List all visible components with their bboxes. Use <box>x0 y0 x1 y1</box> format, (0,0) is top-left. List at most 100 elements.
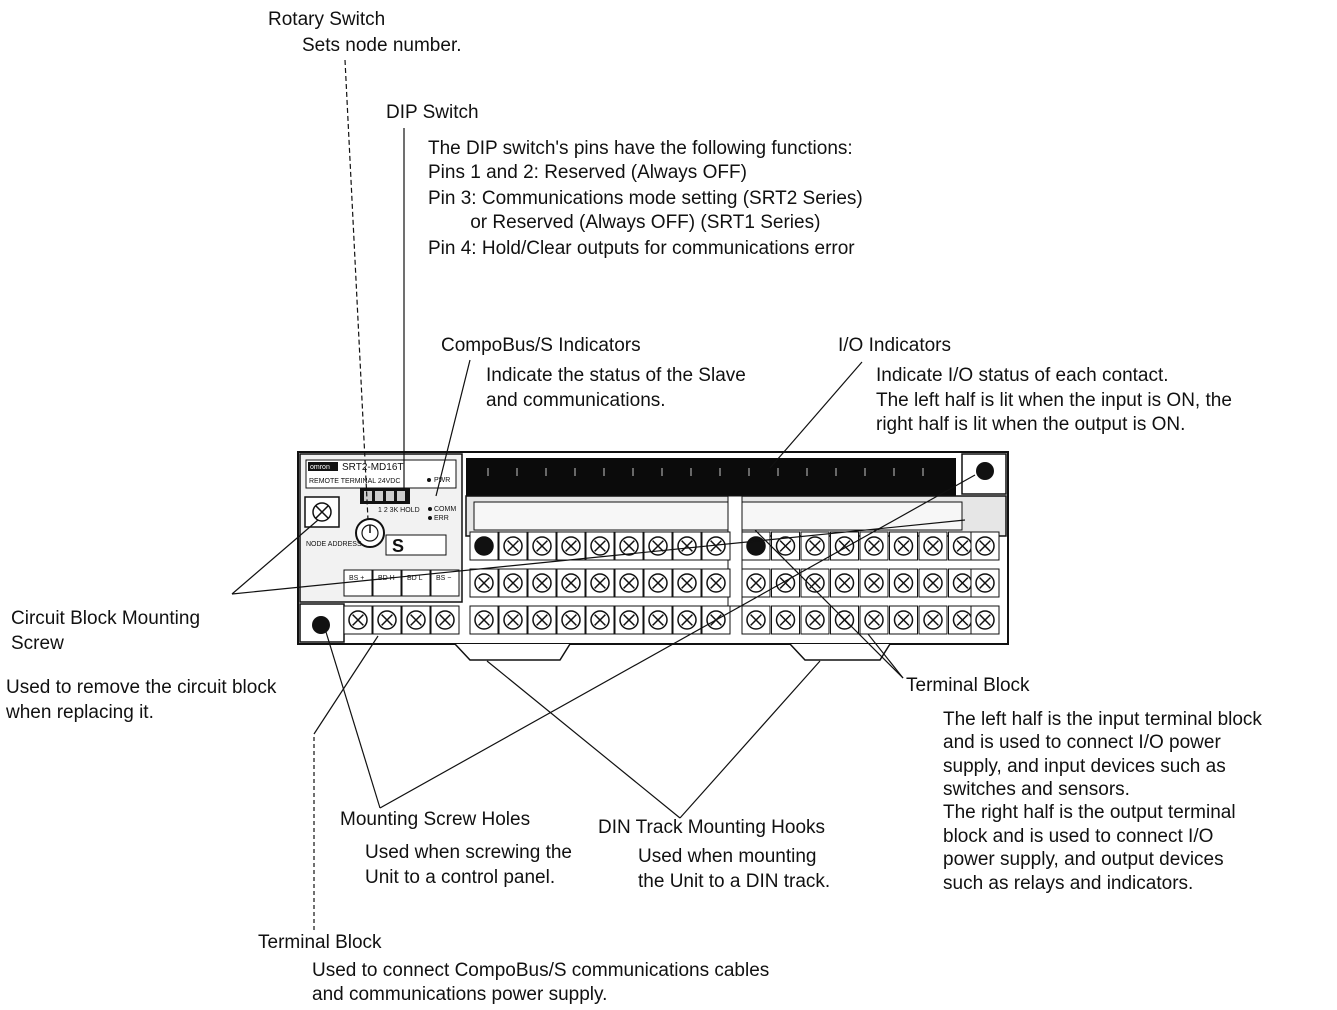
screw-slot-mark <box>565 540 577 552</box>
terminal-block-bottom-line-1: Used to connect CompoBus/S communication… <box>312 960 770 981</box>
screw-slot-mark <box>838 577 851 589</box>
circuit-block-screw-title-2: Screw <box>11 633 64 654</box>
screw-slot-mark <box>352 614 364 626</box>
screw-slot-mark <box>681 540 693 552</box>
screw-slot-mark <box>750 614 762 626</box>
screw-slot-mark <box>681 577 693 589</box>
mounting-screw-hole-top <box>976 462 994 480</box>
compobus-indicators-line-1: Indicate the status of the Slave <box>486 365 746 386</box>
screw-slot-mark <box>710 540 722 552</box>
io-indicators-line-2: The left half is lit when the input is O… <box>876 390 1232 411</box>
model-label: SRT2-MD16T <box>342 462 404 473</box>
err-led-label: ERR <box>434 515 449 522</box>
terminal-block-right-line-2: and is used to connect I/O power <box>943 732 1221 753</box>
circuit-block-screw-line-1: Used to remove the circuit block <box>6 677 277 698</box>
dip-pin-labels: 1 2 3K HOLD <box>378 507 420 514</box>
screw-slot-mark <box>507 614 519 626</box>
terminal-screw[interactable] <box>746 536 766 556</box>
terminal-block-right-line-3: supply, and input devices such as <box>943 756 1226 777</box>
dip-switch-line-1: The DIP switch's pins have the following… <box>428 138 853 159</box>
screw-slot-mark <box>507 577 519 589</box>
terminal-block-right-line-4: switches and sensors. <box>943 779 1130 800</box>
screw-slot-mark <box>439 614 451 626</box>
screw-slot-mark <box>897 540 910 552</box>
screw-slot-mark <box>779 540 792 552</box>
screw-slot-mark <box>956 614 969 626</box>
svg-text:BS −: BS − <box>436 575 451 582</box>
screw-slot-mark <box>956 577 969 589</box>
screw-slot-mark <box>927 614 939 626</box>
io-indicators-line-1: Indicate I/O status of each contact. <box>876 365 1169 386</box>
screw-slot-mark <box>507 540 519 552</box>
comm-terminal-labels: BS + BD H BD L BS − <box>343 569 460 597</box>
screw-slot-mark <box>710 577 722 589</box>
rotary-switch-desc: Sets node number. <box>302 35 462 56</box>
mounting-screw-holes-line-1: Used when screwing the <box>365 842 572 863</box>
mounting-screw-hole-bottom <box>312 616 330 634</box>
screw-slot-mark <box>652 540 664 552</box>
screw-slot-mark <box>779 614 792 626</box>
screw-slot-mark <box>927 577 939 589</box>
screw-slot-mark <box>809 614 821 626</box>
screw-slot-mark <box>927 540 939 552</box>
screw-slot-mark <box>652 614 664 626</box>
dip-switch-title: DIP Switch <box>386 102 479 123</box>
leader-lines <box>231 59 976 930</box>
io-indicator-leds <box>487 468 924 476</box>
svg-text:BD L: BD L <box>407 575 423 582</box>
terminal-block-right-line-1: The left half is the input terminal bloc… <box>943 709 1262 730</box>
terminal-block-right-title: Terminal Block <box>906 675 1030 696</box>
screw-slot-mark <box>565 577 577 589</box>
din-hooks-title: DIN Track Mounting Hooks <box>598 817 826 838</box>
screw-slot-mark <box>623 540 635 552</box>
terminal-screw[interactable] <box>474 536 494 556</box>
screw-slot-mark <box>979 614 991 626</box>
screw-slot-mark <box>623 577 635 589</box>
screw-slot-mark <box>536 614 548 626</box>
screw-slot-mark <box>594 540 606 552</box>
screw-slot-mark <box>594 614 606 626</box>
din-hook-left[interactable] <box>454 643 571 661</box>
terminal-block-right-line-8: such as relays and indicators. <box>943 873 1194 894</box>
terminal-block-right-line-7: power supply, and output devices <box>943 849 1224 870</box>
terminal-block-right-line-5: The right half is the output terminal <box>943 802 1236 823</box>
terminal-screws[interactable] <box>343 531 1000 635</box>
terminal-block-right-line-6: block and is used to connect I/O <box>943 826 1214 847</box>
screw-slot-mark <box>681 614 693 626</box>
node-address-label: NODE ADDRESS <box>306 541 362 548</box>
screw-slot-mark <box>410 614 422 626</box>
screw-slot-mark <box>956 540 969 552</box>
din-hook-right[interactable] <box>789 643 891 661</box>
screw-slot-mark <box>868 614 880 626</box>
terminal-block-bottom-line-2: and communications power supply. <box>312 984 608 1005</box>
compobus-indicators-line-2: and communications. <box>486 390 666 411</box>
compobus-indicators-title: CompoBus/S Indicators <box>441 335 641 356</box>
din-hooks-line-2: the Unit to a DIN track. <box>638 871 831 892</box>
screw-slot-mark <box>536 577 548 589</box>
screw-slot-mark <box>868 540 880 552</box>
brand-logo: omron <box>310 464 330 471</box>
svg-text:BS +: BS + <box>349 575 364 582</box>
screw-slot-mark <box>594 577 606 589</box>
screw-slot-mark <box>536 540 548 552</box>
screw-slot-mark <box>750 577 762 589</box>
dip-switch-line-3: Pin 3: Communications mode setting (SRT2… <box>428 188 863 209</box>
circuit-block-screw-title-1: Circuit Block Mounting <box>11 608 201 629</box>
subtitle-label: REMOTE TERMINAL 24VDC <box>309 478 400 485</box>
dip-switch-line-2: Pins 1 and 2: Reserved (Always OFF) <box>428 162 747 183</box>
screw-slot-mark <box>652 577 664 589</box>
io-indicators-title: I/O Indicators <box>838 335 951 356</box>
terminal-block-bottom-title: Terminal Block <box>258 932 382 953</box>
dip-switch-line-4: or Reserved (Always OFF) (SRT1 Series) <box>428 212 821 233</box>
io-indicator-bar <box>466 458 956 496</box>
screw-slot-mark <box>478 577 490 589</box>
screw-slot-mark <box>809 540 821 552</box>
comm-led-label: COMM <box>434 506 456 513</box>
din-hooks-line-1: Used when mounting <box>638 846 817 867</box>
screw-slot-mark <box>897 577 910 589</box>
screw-slot-mark <box>868 577 880 589</box>
io-indicators-line-3: right half is lit when the output is ON. <box>876 414 1186 435</box>
screw-slot-mark <box>979 540 991 552</box>
rotary-switch-title: Rotary Switch <box>268 9 386 30</box>
